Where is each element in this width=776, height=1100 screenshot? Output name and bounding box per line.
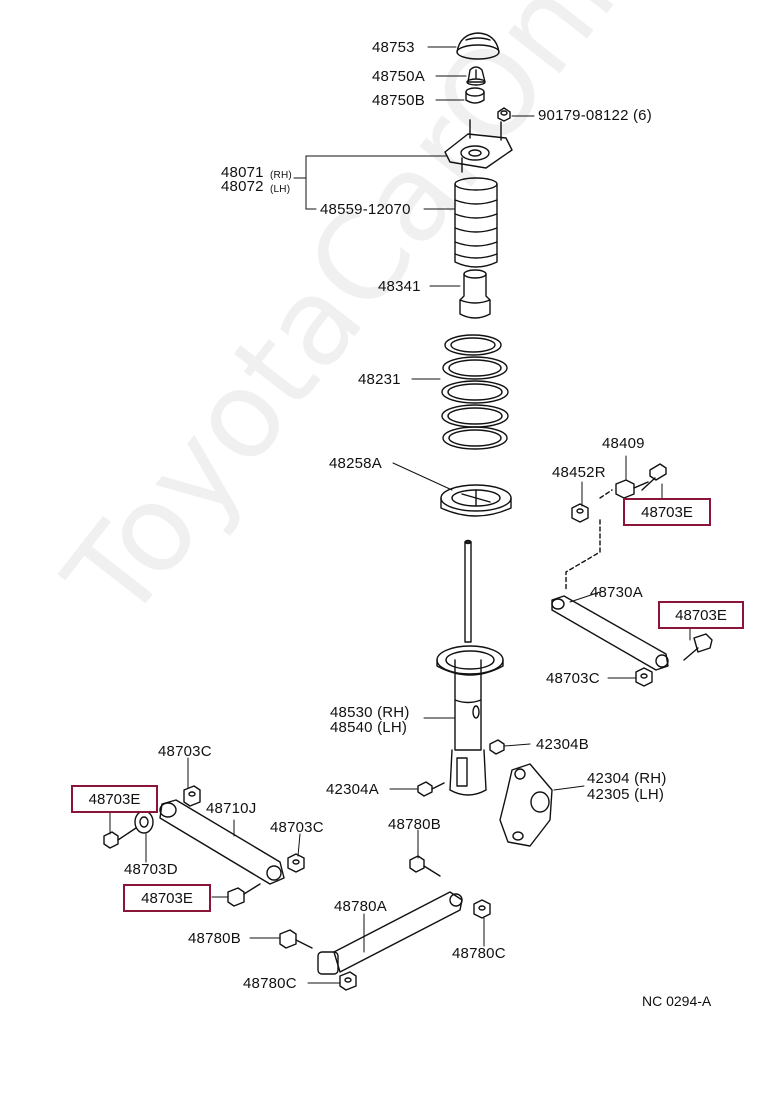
label-48703C-right: 48703C [546,670,600,687]
label-48452R: 48452R [552,464,606,481]
highlight-48703E-4[interactable]: 48703E [123,884,211,912]
label-48780C-bottom: 48780C [243,975,297,992]
label-48780C-right: 48780C [452,945,506,962]
label-48258A: 48258A [329,455,382,472]
label-48530: 48530 (RH) [330,704,410,721]
part-48780C-nut-right [473,899,491,919]
label-48341: 48341 [378,278,421,295]
part-48703C-nut-left [183,785,201,807]
part-48341-bound-stopper [459,269,491,319]
part-48703E-bolt-left [103,827,137,849]
leader-lines [109,46,691,984]
part-48231-coil-spring [441,334,509,450]
part-48530-shock-absorber [436,539,504,796]
part-48703E-bolt-lower [227,883,261,907]
highlight-48703E-1[interactable]: 48703E [623,498,711,526]
highlight-48703E-2[interactable]: 48703E [658,601,744,629]
part-48559-bump-boot [454,177,498,268]
part-48071-upper-support [444,119,513,173]
part-48730A-arm [551,595,669,671]
label-48071: 48071 [221,164,264,181]
part-48780C-nut-bottom [339,971,357,991]
highlight-48703E-3[interactable]: 48703E [71,785,158,813]
label-48703C-left: 48703C [158,743,212,760]
guide-dashed-2 [565,519,601,591]
part-90179-nut [497,107,511,122]
label-48780B-top: 48780B [388,816,441,833]
part-48703C-nut-right [635,667,653,687]
label-48730A: 48730A [590,584,643,601]
label-48750B: 48750B [372,92,425,109]
label-48703D: 48703D [124,861,178,878]
label-42304B: 42304B [536,736,589,753]
label-48231: 48231 [358,371,401,388]
label-48072: 48072 [221,178,264,195]
part-48750A-cushion [466,66,486,86]
label-48559-12070: 48559-12070 [320,201,411,218]
label-42305: 42305 (LH) [587,786,665,803]
label-48540: 48540 (LH) [330,719,408,736]
part-42304A-bolt [417,781,445,797]
part-48703C-nut-mid [287,853,305,873]
part-48753-cap [456,32,500,60]
label-48703C-mid: 48703C [270,819,324,836]
label-48780B-left: 48780B [188,930,241,947]
part-48452R-nut [571,503,589,523]
part-48703E-bolt-upper [641,463,667,491]
part-48258A-spring-insulator [440,484,512,517]
label-48710J: 48710J [206,800,257,817]
part-48703D-washer [134,810,154,834]
part-42304B-bolt [489,739,505,755]
label-48409: 48409 [602,435,645,452]
label-42304A: 42304A [326,781,379,798]
label-48780A: 48780A [334,898,387,915]
part-48780B-bolt-left [279,929,313,949]
part-48750B-cushion [465,87,485,104]
part-48703E-bolt-right [683,633,713,661]
part-48780B-bolt-top [409,855,441,877]
label-90179-08122: 90179-08122 (6) [538,107,652,124]
label-48750A: 48750A [372,68,425,85]
label-48753: 48753 [372,39,415,56]
part-48710J-arm [159,799,285,885]
guide-dashed-1 [599,489,613,499]
part-48780A-arm [317,891,463,975]
diagram-code: NC 0294-A [642,993,712,1009]
part-42304-carrier [499,763,553,847]
label-48072-side: (LH) [270,184,291,195]
label-48071-side: (RH) [270,170,292,181]
label-42304: 42304 (RH) [587,770,667,787]
